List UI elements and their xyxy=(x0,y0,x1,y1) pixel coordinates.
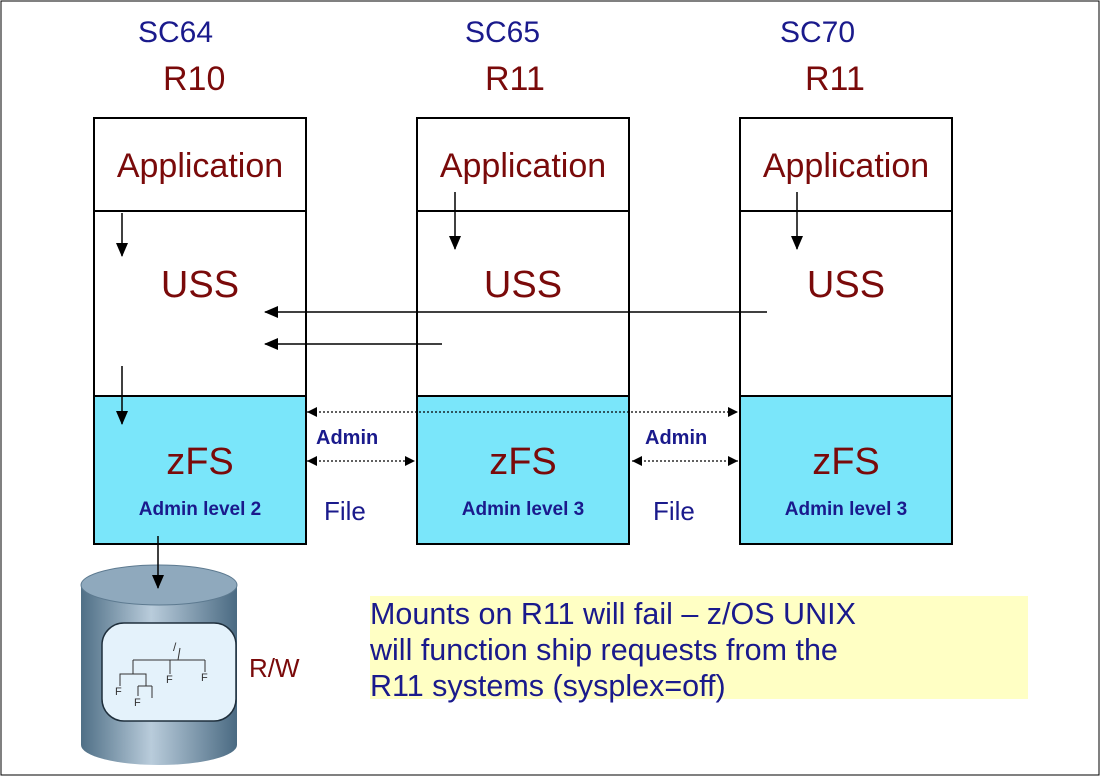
disk-file-label: F xyxy=(134,697,141,709)
note-text: Mounts on R11 will fail – z/OS UNIX will… xyxy=(370,596,1028,703)
application-layer: Application xyxy=(439,147,607,185)
disk-file-label: F xyxy=(166,674,173,686)
release-label-sc64: R10 xyxy=(163,60,226,98)
admin-link-label-2: Admin xyxy=(645,427,708,449)
system-name-sc65: SC65 xyxy=(465,16,541,49)
application-layer: Application xyxy=(762,147,930,185)
system-box-sc64: Application USS zFS Admin level 2 xyxy=(93,117,307,545)
uss-layer: USS xyxy=(483,264,563,306)
read-write-label: R/W xyxy=(249,653,300,683)
zfs-label: zFS xyxy=(166,441,234,483)
uss-layer: USS xyxy=(806,264,886,306)
zfs-layer: zFS Admin level 3 xyxy=(741,395,951,543)
admin-link-label-1: Admin xyxy=(316,427,379,449)
uss-layer: USS xyxy=(160,264,240,306)
release-label-sc70: R11 xyxy=(805,60,865,98)
file-link-label-2: File xyxy=(653,496,695,526)
disk-file-label: F xyxy=(201,672,208,684)
admin-level-label: Admin level 3 xyxy=(461,499,585,520)
zfs-label: zFS xyxy=(812,441,880,483)
system-box-sc70: Application USS zFS Admin level 3 xyxy=(739,117,953,545)
system-box-sc65: Application USS zFS Admin level 3 xyxy=(416,117,630,545)
system-name-sc70: SC70 xyxy=(780,16,856,49)
zfs-layer: zFS Admin level 2 xyxy=(95,395,305,543)
file-link-label-1: File xyxy=(324,496,366,526)
disk-root-label: / xyxy=(173,640,177,654)
admin-level-label: Admin level 2 xyxy=(138,499,262,520)
release-label-sc65: R11 xyxy=(485,60,545,98)
disk-icon xyxy=(80,564,238,765)
zfs-label: zFS xyxy=(489,441,557,483)
application-layer: Application xyxy=(116,147,284,185)
layer-divider xyxy=(741,210,951,212)
disk-file-label: F xyxy=(115,686,122,698)
layer-divider xyxy=(418,210,628,212)
zfs-layer: zFS Admin level 3 xyxy=(418,395,628,543)
system-name-sc64: SC64 xyxy=(138,16,214,49)
layer-divider xyxy=(95,210,305,212)
admin-level-label: Admin level 3 xyxy=(784,499,908,520)
